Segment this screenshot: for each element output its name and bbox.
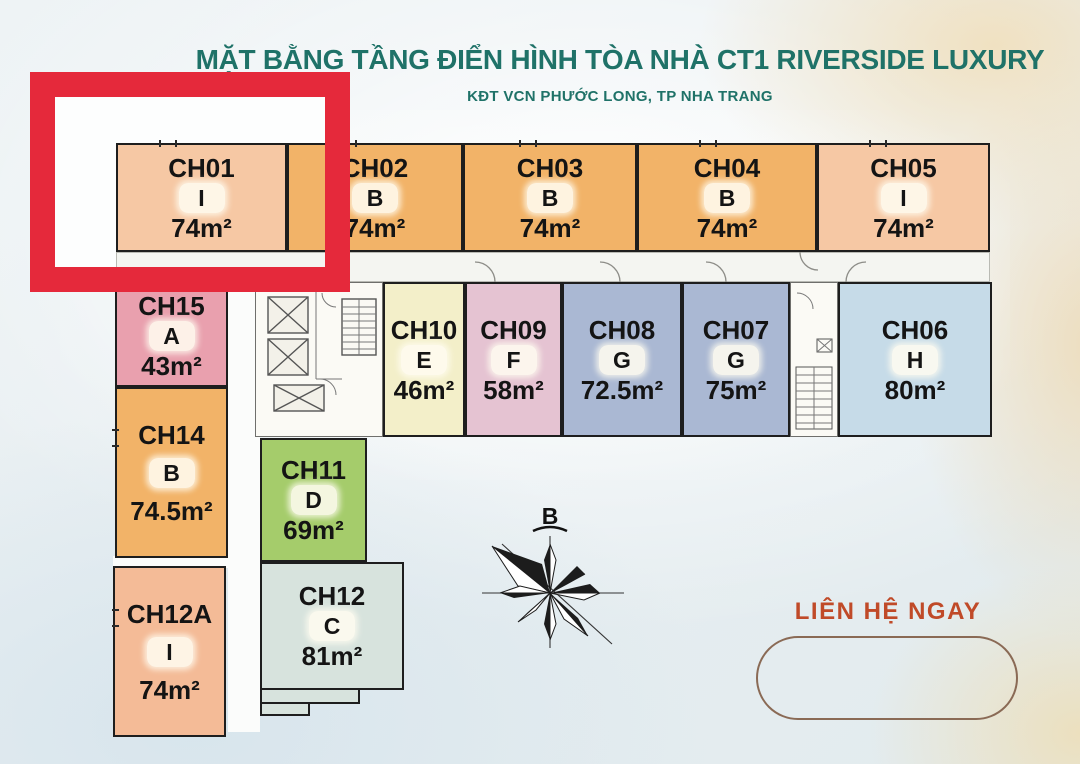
unit-area: 74m² <box>344 212 406 243</box>
unit-type: I <box>900 184 907 211</box>
unit-type: G <box>727 346 745 373</box>
unit-area: 74m² <box>696 212 758 243</box>
unit-type: E <box>416 346 432 373</box>
compass-rose-icon: B <box>482 503 624 648</box>
unit-type-badge: I <box>178 182 225 213</box>
unit-type-badge: B <box>704 182 750 213</box>
unit-type-badge: H <box>892 344 938 375</box>
page-title: MẶT BẰNG TẦNG ĐIỂN HÌNH TÒA NHÀ CT1 RIVE… <box>195 44 1045 75</box>
unit-type-badge: A <box>148 320 195 351</box>
unit-id: CH08 <box>588 314 656 345</box>
unit-area: 43m² <box>141 350 202 381</box>
unit-ch02: CH02 B 74m² <box>287 143 463 252</box>
unit-area: 74m² <box>139 674 200 705</box>
unit-area: 46m² <box>393 374 455 405</box>
unit-id: CH03 <box>516 152 584 183</box>
unit-area: 74m² <box>519 212 581 243</box>
unit-type: C <box>323 613 341 639</box>
unit-area: 80m² <box>884 374 946 405</box>
unit-ch12a: CH12A I 74m² <box>113 566 226 737</box>
unit-ch03: CH03 B 74m² <box>463 143 637 252</box>
highlight-box <box>30 72 350 292</box>
unit-type: A <box>163 322 180 349</box>
unit-ch04: CH04 B 74m² <box>637 143 817 252</box>
unit-id: CH09 <box>480 314 547 345</box>
unit-area: 74m² <box>171 212 232 243</box>
unit-id: CH05 <box>870 152 937 183</box>
staircase-drawing <box>795 292 833 430</box>
elevator-core-drawing <box>267 291 377 412</box>
unit-type-badge: B <box>527 182 573 213</box>
unit-area: 74.5m² <box>130 495 213 526</box>
unit-type: B <box>163 459 180 486</box>
unit-type: B <box>718 184 736 211</box>
unit-type-badge: G <box>599 344 645 375</box>
unit-type: D <box>305 487 322 513</box>
unit-ch11: CH11 D 69m² <box>260 438 367 562</box>
unit-ch08: CH08 G 72.5m² <box>562 282 682 437</box>
unit-area: 74m² <box>873 212 934 243</box>
unit-id: CH06 <box>881 314 949 345</box>
unit-area: 81m² <box>301 641 363 671</box>
unit-type-badge: C <box>309 611 355 641</box>
compass-north-label: B <box>542 503 559 529</box>
unit-id: CH11 <box>280 455 347 485</box>
staircase-plan <box>790 282 838 437</box>
unit-id: CH01 <box>168 152 235 183</box>
unit-ch09: CH09 F 58m² <box>465 282 562 437</box>
corridor-vertical <box>228 282 260 732</box>
unit-ch05: CH05 I 74m² <box>817 143 990 252</box>
elevator-core-plan <box>255 282 383 437</box>
unit-ch07: CH07 G 75m² <box>682 282 790 437</box>
unit-id: CH12A <box>126 598 213 629</box>
page-subtitle: KĐT VCN PHƯỚC LONG, TP NHA TRANG <box>467 88 773 105</box>
unit-ch14: CH14 B 74.5m² <box>115 387 228 558</box>
unit-area: 75m² <box>705 374 767 405</box>
contact-pill <box>756 636 1018 720</box>
unit-type-badge: E <box>401 344 447 375</box>
unit-id: CH04 <box>693 152 761 183</box>
corridor-gap <box>113 556 228 568</box>
unit-type-badge: I <box>880 182 927 213</box>
unit-area: 58m² <box>483 374 544 405</box>
unit-type: I <box>198 184 205 211</box>
unit-ch15: CH15 A 43m² <box>115 284 228 387</box>
unit-id: CH12 <box>298 581 366 611</box>
unit-type-badge: F <box>490 344 537 375</box>
unit-type-badge: G <box>713 344 759 375</box>
unit-type: B <box>366 184 384 211</box>
unit-type: B <box>541 184 559 211</box>
unit-type: F <box>506 346 521 373</box>
unit-type: I <box>166 638 173 665</box>
unit-ch10: CH10 E 46m² <box>383 282 465 437</box>
unit-type-badge: I <box>146 636 193 667</box>
unit-type-badge: D <box>290 485 337 515</box>
unit-type: H <box>906 346 924 373</box>
unit-ch12: CH12 C 81m² <box>260 562 404 690</box>
unit-id: CH02 <box>341 152 409 183</box>
unit-id: CH14 <box>138 419 205 450</box>
unit-id: CH07 <box>702 314 770 345</box>
unit-type-badge: B <box>352 182 398 213</box>
unit-id: CH15 <box>138 290 205 321</box>
unit-ch06: CH06 H 80m² <box>838 282 992 437</box>
unit-ch12-step <box>260 702 310 716</box>
unit-area: 72.5m² <box>580 374 664 405</box>
unit-id: CH10 <box>390 314 458 345</box>
unit-type: G <box>613 346 631 373</box>
unit-type-badge: B <box>148 457 195 488</box>
contact-label: LIÊN HỆ NGAY <box>794 598 982 625</box>
unit-area: 69m² <box>283 515 344 545</box>
